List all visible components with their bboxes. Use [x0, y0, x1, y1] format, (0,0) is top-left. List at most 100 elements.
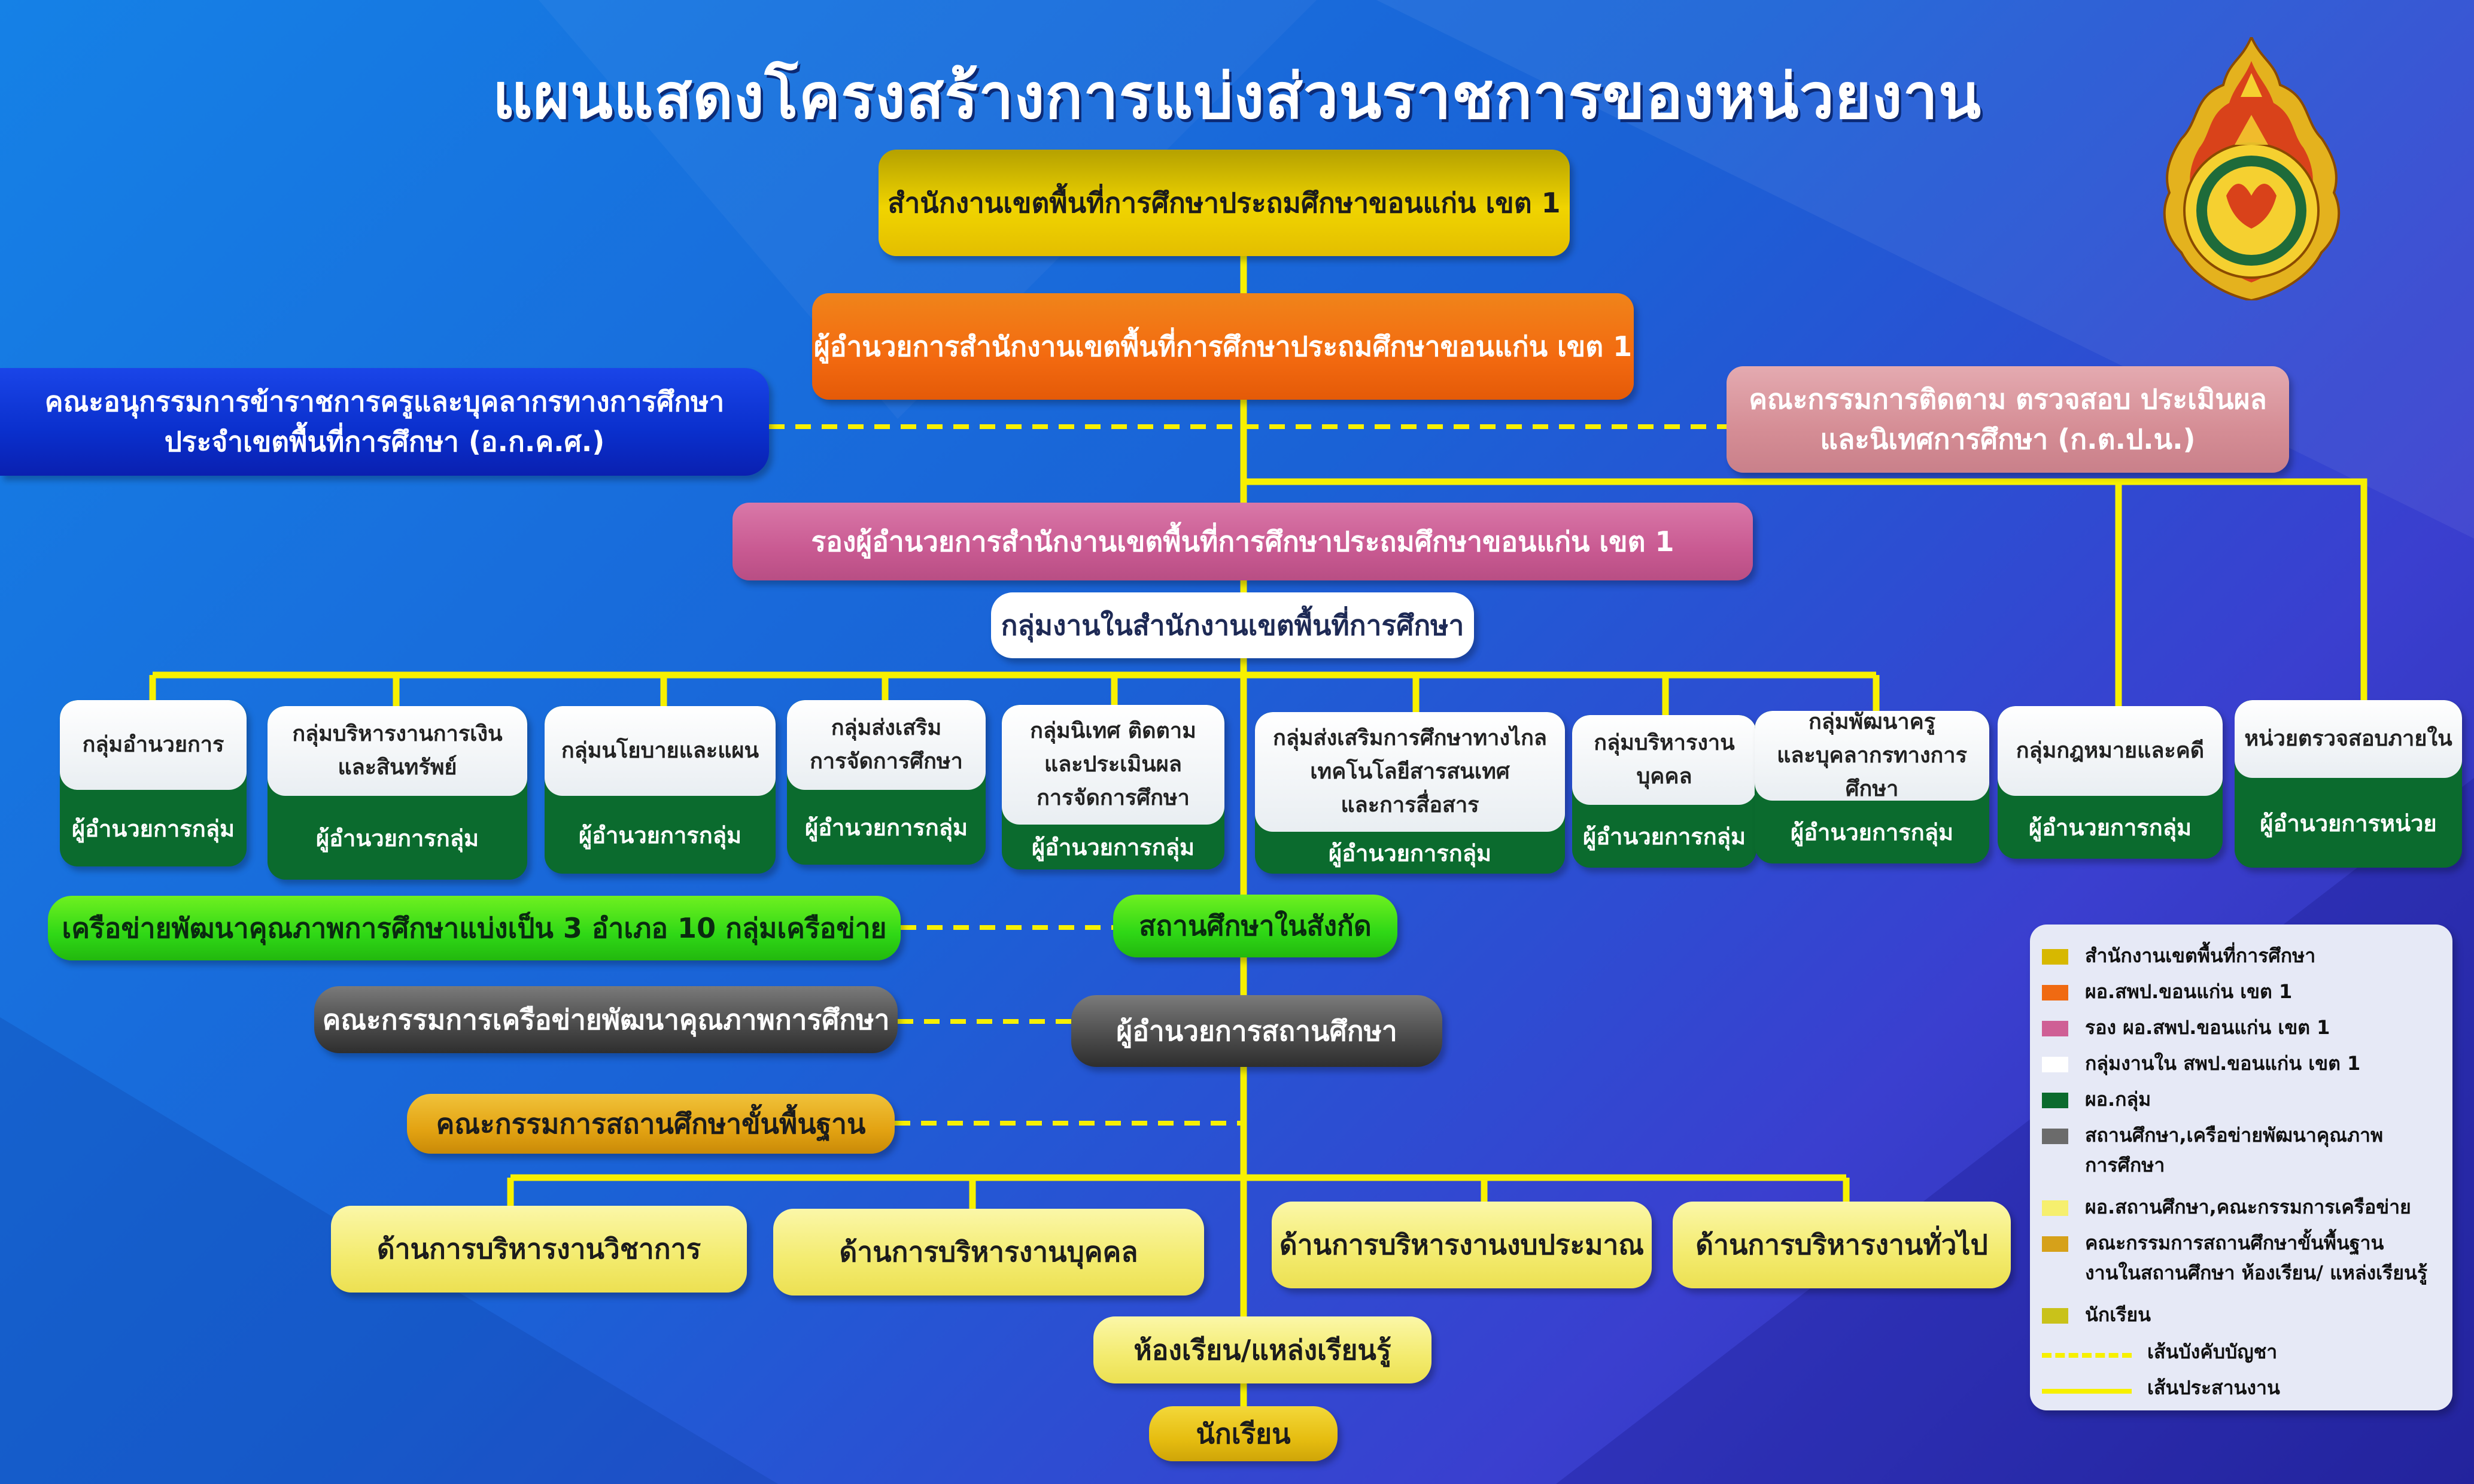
monitoring-committee-box: คณะกรรมการติดตาม ตรวจสอบ ประเมินผล และนิ… — [1727, 366, 2289, 473]
group-head: ผู้อำนวยการหน่วย — [2260, 810, 2437, 837]
group-card-supervision: กลุ่มนิเทศ ติดตาม และประเมินผล การจัดการ… — [1002, 705, 1224, 869]
legend-label: ผอ.สถานศึกษา,คณะกรรมการเครือข่าย — [2085, 1196, 2411, 1218]
legend-swatch — [2042, 949, 2068, 965]
group-name: กลุ่มส่งเสริมการศึกษาทางไกล — [1273, 726, 1547, 751]
legend: สำนักงานเขตพื้นที่การศึกษา ผอ.สพป.ขอนแก่… — [2030, 925, 2452, 1410]
network-committee-box: คณะกรรมการเครือข่ายพัฒนาคุณภาพการศึกษา — [314, 986, 898, 1053]
group-head: ผู้อำนวยการกลุ่ม — [71, 815, 235, 842]
group-name: กลุ่มบริหารงานการเงิน — [292, 722, 503, 747]
legend-item: ผอ.สพป.ขอนแก่น เขต 1 — [2042, 977, 2292, 1007]
legend-label: ผอ.กลุ่ม — [2085, 1088, 2151, 1111]
legend-item: สถานศึกษา,เครือข่ายพัฒนาคุณภาพ การศึกษา — [2042, 1121, 2383, 1180]
legend-label: คณะกรรมการสถานศึกษาขั้นพื้นฐาน — [2085, 1231, 2384, 1254]
group-card-ict: กลุ่มส่งเสริมการศึกษาทางไกล เทคโนโลยีสาร… — [1255, 712, 1565, 874]
legend-item: ผอ.สถานศึกษา,คณะกรรมการเครือข่าย — [2042, 1193, 2411, 1223]
group-name: บุคคล — [1636, 764, 1692, 789]
network-committee-label: คณะกรรมการเครือข่ายพัฒนาคุณภาพการศึกษา — [322, 1003, 890, 1036]
legend-item: กลุ่มงานใน สพป.ขอนแก่น เขต 1 — [2042, 1049, 2360, 1079]
subcommittee-line1: คณะอนุกรรมการข้าราชการครูและบุคลากรทางกา… — [44, 385, 725, 418]
deputy-director-box: รองผู้อำนวยการสำนักงานเขตพื้นที่การศึกษา… — [733, 503, 1753, 580]
subcommittee-box: คณะอนุกรรมการข้าราชการครูและบุคลากรทางกา… — [0, 368, 769, 476]
legend-item: รอง ผอ.สพป.ขอนแก่น เขต 1 — [2042, 1013, 2330, 1043]
group-card-legal: กลุ่มกฎหมายและคดี ผู้อำนวยการกลุ่ม — [1998, 706, 2223, 859]
basic-committee-box: คณะกรรมการสถานศึกษาขั้นพื้นฐาน — [407, 1094, 895, 1154]
group-head: ผู้อำนวยการกลุ่ม — [578, 822, 742, 849]
group-card-audit: หน่วยตรวจสอบภายใน ผู้อำนวยการหน่วย — [2235, 700, 2462, 868]
legend-label: ผอ.สพป.ขอนแก่น เขต 1 — [2085, 980, 2293, 1003]
group-name: กลุ่มนิเทศ ติดตาม — [1030, 719, 1196, 744]
legend-swatch — [2042, 1236, 2068, 1252]
group-head: ผู้อำนวยการกลุ่ม — [1582, 823, 1746, 850]
group-name: กลุ่มส่งเสริม — [831, 716, 942, 741]
students-label: นักเรียน — [1196, 1417, 1291, 1450]
legend-item: คณะกรรมการสถานศึกษาขั้นพื้นฐาน งานในสถาน… — [2042, 1228, 2427, 1288]
school-director-label: ผู้อำนวยการสถานศึกษา — [1116, 1014, 1397, 1047]
legend-label: การศึกษา — [2085, 1153, 2165, 1176]
group-head: ผู้อำนวยการกลุ่ม — [1031, 834, 1195, 860]
legend-item-solid: เส้นประสานงาน — [2042, 1373, 2280, 1403]
group-card-policy: กลุ่มนโยบายและแผน ผู้อำนวยการกลุ่ม — [545, 706, 776, 874]
admin-area-label: ด้านการบริหารงานวิชาการ — [376, 1233, 701, 1266]
group-card-finance: กลุ่มบริหารงานการเงิน และสินทรัพย์ ผู้อำ… — [268, 706, 527, 880]
group-card-administration: กลุ่มอำนวยการ ผู้อำนวยการกลุ่ม — [60, 700, 247, 866]
legend-item: ผอ.กลุ่ม — [2042, 1085, 2151, 1115]
network-label: เครือข่ายพัฒนาคุณภาพการศึกษาแบ่งเป็น 3 อ… — [62, 911, 887, 944]
legend-swatch — [2042, 1308, 2068, 1324]
group-name: และสินทรัพย์ — [338, 755, 457, 780]
group-name: กลุ่มบริหารงาน — [1594, 731, 1735, 756]
admin-area-academic: ด้านการบริหารงานวิชาการ — [331, 1206, 747, 1293]
admin-area-label: ด้านการบริหารงานบุคคล — [839, 1236, 1138, 1269]
legend-swatch — [2042, 1021, 2068, 1036]
legend-label: งานในสถานศึกษา ห้องเรียน/ แหล่งเรียนรู้ — [2085, 1261, 2428, 1284]
school-director-box: ผู้อำนวยการสถานศึกษา — [1071, 995, 1442, 1067]
monitoring-committee-line1: คณะกรรมการติดตาม ตรวจสอบ ประเมินผล — [1749, 383, 2267, 416]
group-name: กลุ่มอำนวยการ — [82, 732, 224, 758]
group-name: และประเมินผล — [1044, 752, 1182, 777]
group-name: และบุคลากรทางการศึกษา — [1777, 743, 1967, 801]
director-box: ผู้อำนวยการสำนักงานเขตพื้นที่การศึกษาประ… — [812, 293, 1634, 400]
dashed-line-icon — [2042, 1353, 2132, 1358]
group-name: และการสื่อสาร — [1341, 792, 1479, 817]
admin-area-label: ด้านการบริหารงานทั่วไป — [1695, 1228, 1988, 1261]
legend-swatch — [2042, 1057, 2068, 1072]
legend-swatch — [2042, 1200, 2068, 1216]
admin-area-label: ด้านการบริหารงานงบประมาณ — [1279, 1228, 1645, 1261]
students-box: นักเรียน — [1149, 1406, 1338, 1461]
admin-area-general: ด้านการบริหารงานทั่วไป — [1673, 1202, 2011, 1288]
group-name: กลุ่มกฎหมายและคดี — [2016, 738, 2205, 764]
office-label: สำนักงานเขตพื้นที่การศึกษาประถมศึกษาขอนแ… — [888, 186, 1561, 219]
work-groups-label: กลุ่มงานในสำนักงานเขตพื้นที่การศึกษา — [1001, 609, 1464, 641]
group-name: กลุ่มพัฒนาครู — [1808, 711, 1936, 735]
subcommittee-line2: ประจำเขตพื้นที่การศึกษา (อ.ก.ค.ศ.) — [164, 425, 605, 458]
legend-label: นักเรียน — [2085, 1303, 2151, 1326]
legend-label: รอง ผอ.สพป.ขอนแก่น เขต 1 — [2085, 1016, 2330, 1039]
network-box: เครือข่ายพัฒนาคุณภาพการศึกษาแบ่งเป็น 3 อ… — [48, 896, 901, 960]
admin-area-personnel: ด้านการบริหารงานบุคคล — [773, 1209, 1204, 1296]
group-head: ผู้อำนวยการกลุ่ม — [2028, 814, 2192, 841]
deputy-director-label: รองผู้อำนวยการสำนักงานเขตพื้นที่การศึกษา… — [811, 525, 1674, 558]
group-head: ผู้อำนวยการกลุ่ม — [1790, 819, 1954, 846]
group-name: การจัดการศึกษา — [810, 749, 963, 774]
group-head: ผู้อำนวยการกลุ่ม — [804, 814, 968, 841]
work-groups-box: กลุ่มงานในสำนักงานเขตพื้นที่การศึกษา — [991, 592, 1474, 658]
director-label: ผู้อำนวยการสำนักงานเขตพื้นที่การศึกษาประ… — [813, 330, 1633, 363]
group-card-personnel: กลุ่มบริหารงาน บุคคล ผู้อำนวยการกลุ่ม — [1572, 715, 1756, 868]
solid-line-icon — [2042, 1389, 2132, 1394]
monitoring-committee-line2: และนิเทศการศึกษา (ก.ต.ป.น.) — [1820, 423, 2196, 455]
legend-item: สำนักงานเขตพื้นที่การศึกษา — [2042, 941, 2315, 971]
legend-swatch — [2042, 985, 2068, 1001]
group-name: กลุ่มนโยบายและแผน — [561, 738, 759, 764]
group-head: ผู้อำนวยการกลุ่ม — [1328, 840, 1492, 866]
legend-label: สำนักงานเขตพื้นที่การศึกษา — [2085, 944, 2316, 967]
schools-label: สถานศึกษาในสังกัด — [1139, 910, 1372, 942]
legend-label: เส้นบังคับบัญชา — [2147, 1340, 2278, 1363]
group-head: ผู้อำนวยการกลุ่ม — [315, 825, 479, 852]
basic-committee-label: คณะกรรมการสถานศึกษาขั้นพื้นฐาน — [436, 1107, 866, 1140]
schools-box: สถานศึกษาในสังกัด — [1113, 895, 1397, 957]
classroom-box: ห้องเรียน/แหล่งเรียนรู้ — [1093, 1316, 1431, 1383]
legend-swatch — [2042, 1129, 2068, 1144]
legend-label: สถานศึกษา,เครือข่ายพัฒนาคุณภาพ — [2085, 1124, 2384, 1147]
legend-label: กลุ่มงานใน สพป.ขอนแก่น เขต 1 — [2085, 1052, 2361, 1075]
classroom-label: ห้องเรียน/แหล่งเรียนรู้ — [1133, 1333, 1391, 1366]
